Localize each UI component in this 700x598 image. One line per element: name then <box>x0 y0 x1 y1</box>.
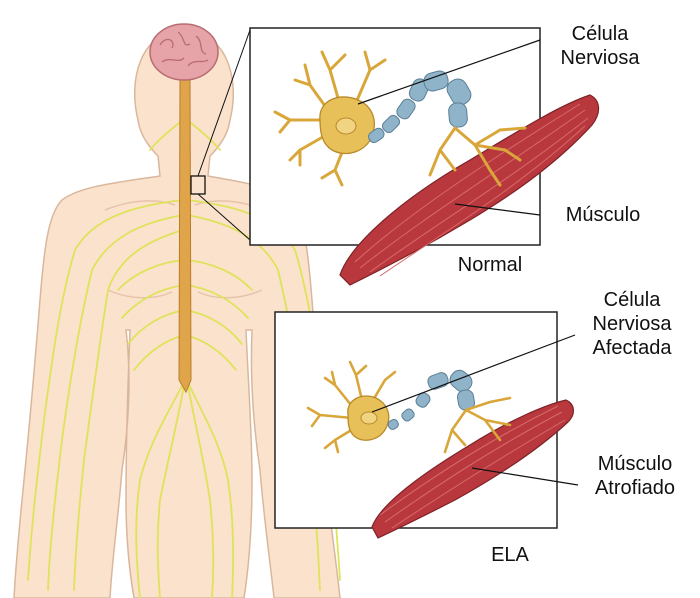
nerve-leg-left-1 <box>135 379 186 598</box>
als-cell-label-line2: Nerviosa <box>592 313 672 335</box>
nerve-leg-right-2 <box>186 379 215 598</box>
normal-cell-label-line2: Nerviosa <box>560 47 640 69</box>
normal-muscle-pointer <box>454 203 541 216</box>
als-neuron-nucleus <box>360 411 378 425</box>
normal-muscle-striations <box>354 103 589 277</box>
nerve-leg-right-1 <box>186 379 235 598</box>
nerve-left-arm-1 <box>27 199 184 581</box>
body-silhouette <box>13 29 341 598</box>
normal-muscle <box>339 94 600 286</box>
als-muscle-label-line2: Atrofiado <box>594 477 676 499</box>
normal-panel <box>249 27 600 286</box>
nerve-rib-l2 <box>121 284 186 319</box>
nerve-rib-r3 <box>184 309 243 345</box>
nerve-rib-l3 <box>127 309 186 345</box>
als-caption: ELA <box>470 543 550 567</box>
als-cell-label-line3: Afectada <box>592 337 672 359</box>
normal-cell-label: Célula Nerviosa <box>545 22 655 70</box>
als-axon-myelin <box>387 369 476 430</box>
als-muscle-label: Músculo Atrofiado <box>575 452 695 500</box>
als-muscle-striations <box>379 405 566 529</box>
nerve-left-arm-3 <box>73 229 184 591</box>
spinal-cord <box>178 79 192 394</box>
nerve-rib-r1 <box>184 259 253 291</box>
als-caption-text: ELA <box>491 544 529 566</box>
normal-neuron-nucleus <box>335 117 357 135</box>
nerve-left-arm-2 <box>47 214 184 591</box>
als-muscle-label-line1: Músculo <box>597 453 673 475</box>
nerve-leg-left-2 <box>156 379 186 598</box>
als-muscle-pointer <box>471 467 579 486</box>
normal-caption: Normal <box>440 253 540 277</box>
normal-axon-terminals <box>428 126 527 187</box>
als-muscle-body <box>371 399 574 539</box>
normal-muscle-label-text: Músculo <box>565 204 641 226</box>
nerve-rib-r2 <box>184 284 249 319</box>
normal-caption-text: Normal <box>457 254 523 276</box>
normal-neuron <box>273 50 527 187</box>
nerve-rib-l1 <box>117 259 186 291</box>
als-neuron-dendrites <box>306 360 397 454</box>
normal-cell-label-line1: Célula <box>571 23 629 45</box>
normal-cell-pointer <box>357 39 541 105</box>
als-cell-label: Célula Nerviosa Afectada <box>572 288 692 360</box>
brain-shape <box>149 23 219 81</box>
chest-line-right <box>197 289 263 299</box>
als-muscle <box>371 399 574 539</box>
human-body-figure <box>13 29 341 598</box>
brain <box>149 23 219 81</box>
als-cell-pointer <box>371 334 576 413</box>
normal-neuron-dendrites <box>273 50 387 187</box>
normal-muscle-body <box>339 94 600 286</box>
normal-muscle-label: Músculo <box>548 203 658 227</box>
als-axon-terminals <box>443 396 512 454</box>
brain-folds <box>159 31 209 67</box>
chest-line-left <box>107 289 173 299</box>
als-cell-label-line1: Célula <box>603 289 661 311</box>
collarbone-left <box>104 200 176 211</box>
zoom-line-top <box>197 29 251 177</box>
zoom-line-bottom <box>197 193 251 241</box>
als-neuron <box>306 360 512 454</box>
als-panel <box>274 311 579 539</box>
